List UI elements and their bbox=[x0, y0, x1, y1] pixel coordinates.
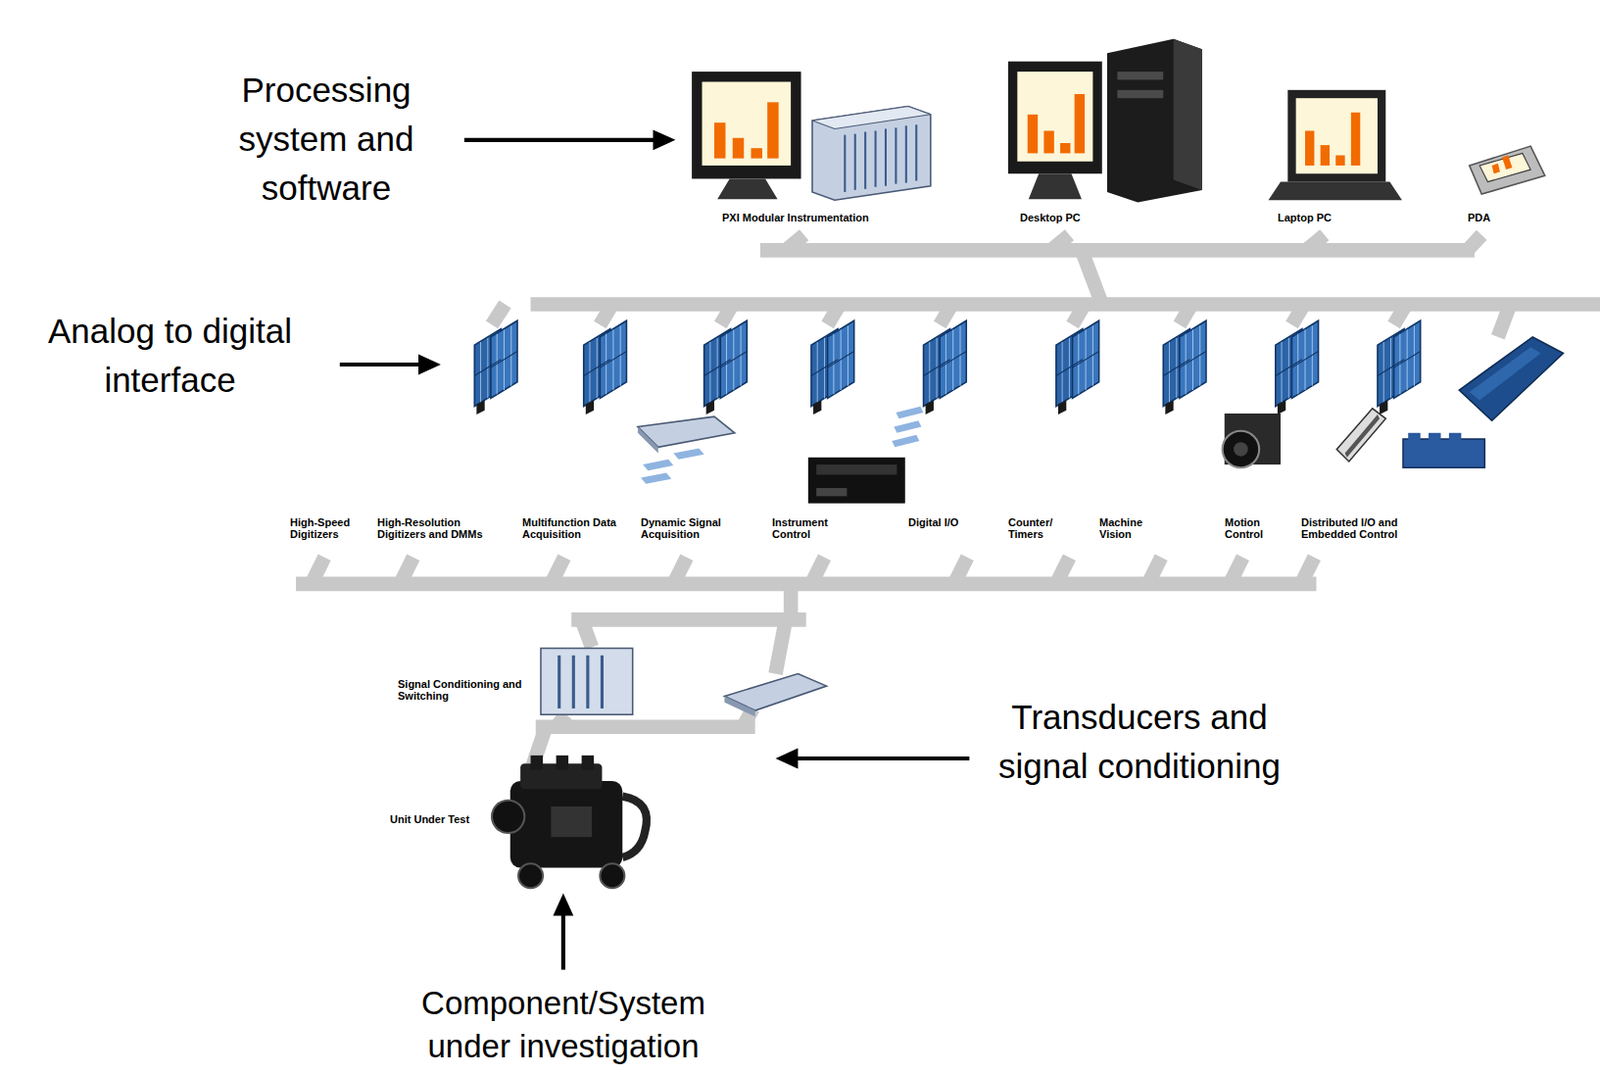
device-label: Distributed I/O and Embedded Control bbox=[1301, 516, 1426, 540]
unit-under-test-engine bbox=[491, 755, 647, 888]
device-label: Machine Vision bbox=[1099, 516, 1154, 540]
device-label: PDA bbox=[1467, 211, 1519, 224]
device-label: Dynamic Signal Acquisition bbox=[640, 516, 756, 540]
pda bbox=[1469, 145, 1546, 194]
device-label: Laptop PC bbox=[1277, 211, 1359, 224]
daq-modules bbox=[474, 320, 1563, 421]
signal-conditioning-hardware bbox=[540, 648, 827, 718]
device-label: Multifunction Data Acquisition bbox=[522, 516, 623, 540]
pxi-system bbox=[691, 71, 931, 200]
callout-label: Component/System under investigation bbox=[396, 981, 730, 1068]
device-label: Unit Under Test bbox=[389, 813, 492, 825]
device-label: Motion Control bbox=[1224, 516, 1276, 540]
callout-label: Analog to digital interface bbox=[7, 306, 333, 405]
device-label: Counter/ Timers bbox=[1008, 516, 1063, 540]
device-label: Desktop PC bbox=[1019, 211, 1102, 224]
device-label: High-Speed Digitizers bbox=[290, 516, 362, 540]
device-label: Signal Conditioning and Switching bbox=[397, 678, 526, 702]
desktop-pc bbox=[1008, 39, 1203, 203]
device-label: PXI Modular Instrumentation bbox=[722, 211, 912, 224]
device-label: Digital I/O bbox=[908, 516, 987, 529]
device-label: Instrument Control bbox=[772, 516, 846, 540]
bus bbox=[295, 235, 1600, 767]
callout-label: Processing system and software bbox=[207, 65, 445, 213]
peripheral-devices bbox=[637, 406, 1485, 504]
callout-arrow bbox=[339, 129, 970, 970]
laptop-pc bbox=[1268, 90, 1403, 200]
device-label: High-Resolution Digitizers and DMMs bbox=[377, 516, 507, 540]
callout-label: Transducers and signal conditioning bbox=[997, 692, 1282, 791]
